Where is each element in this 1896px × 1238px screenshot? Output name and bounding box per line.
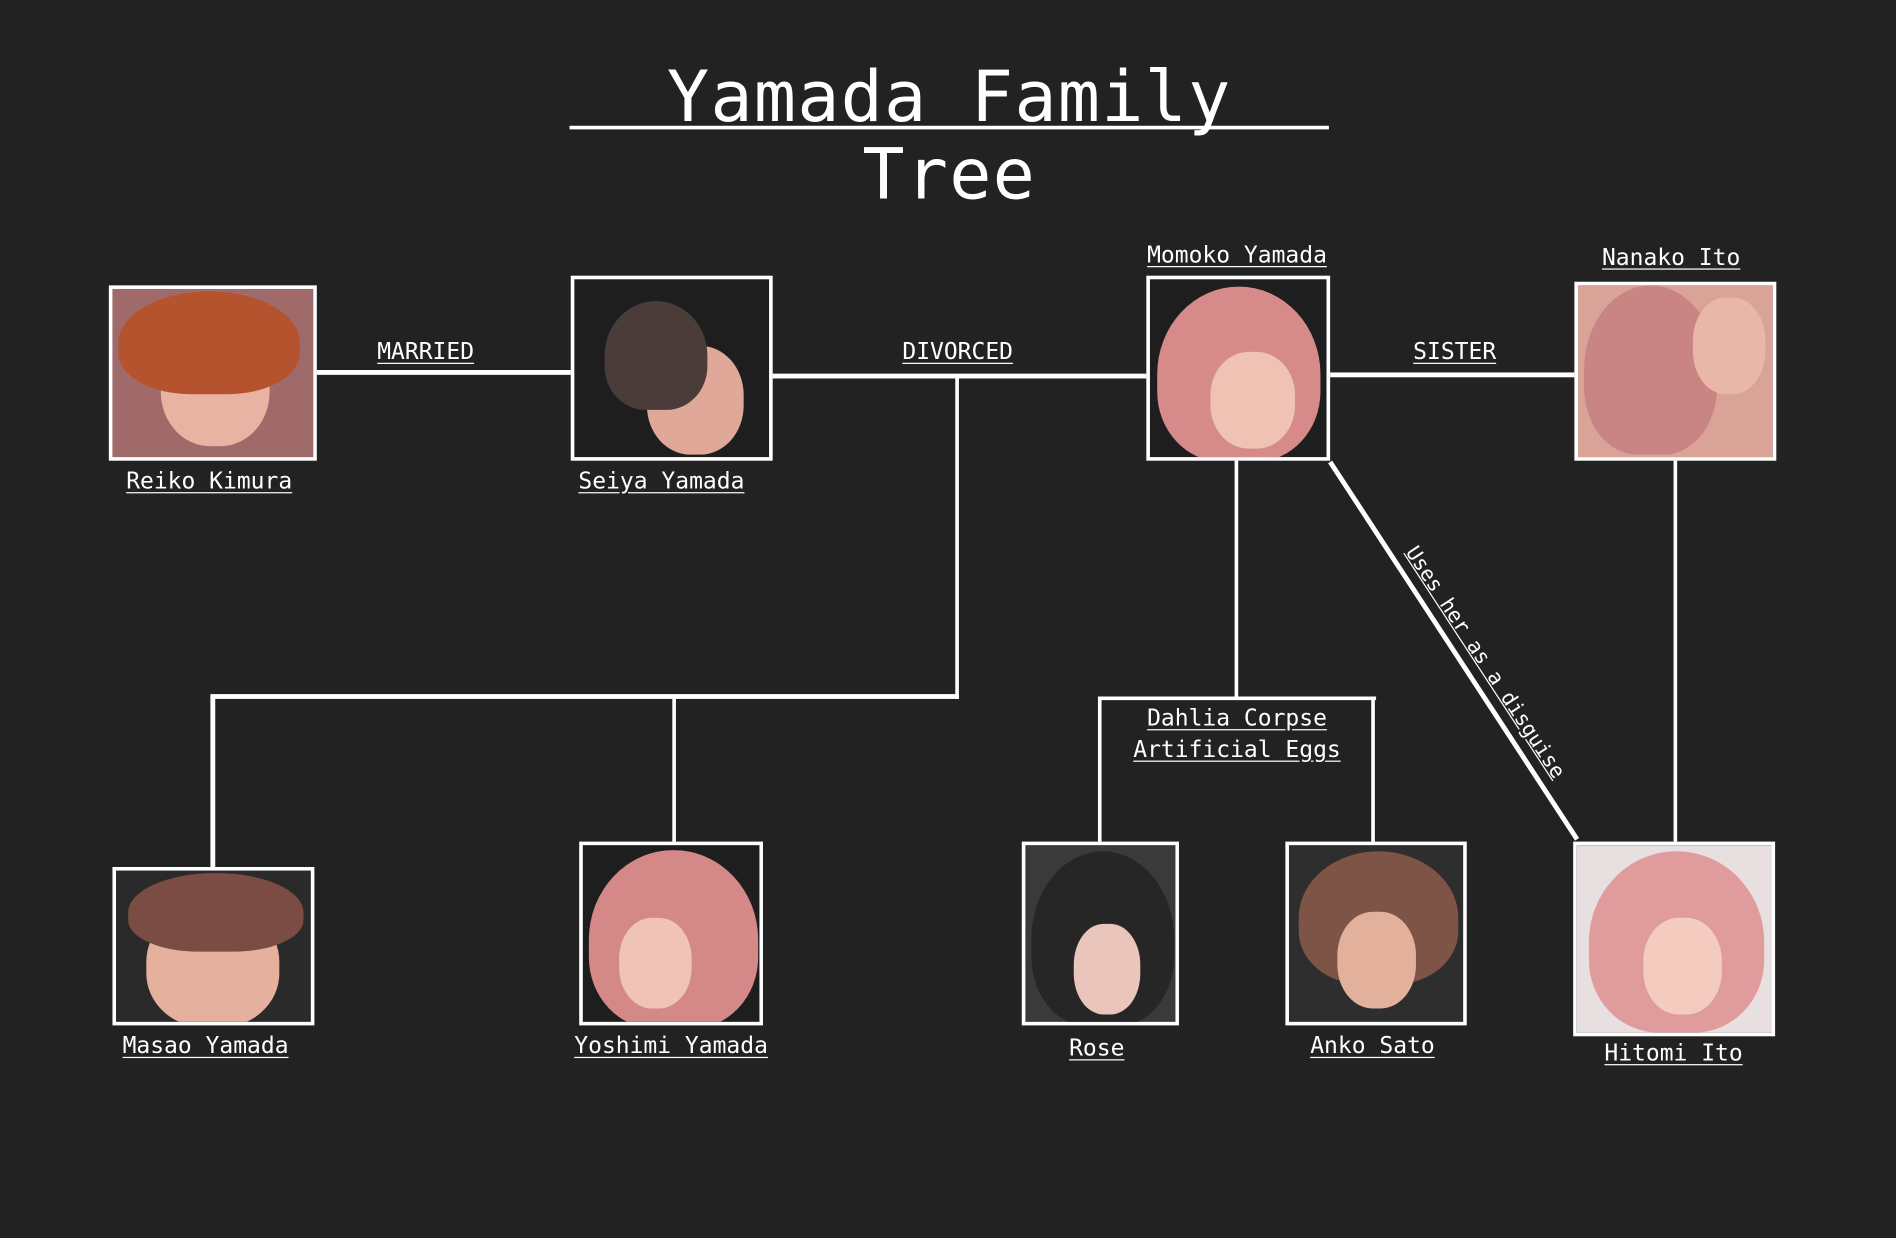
divorced-label: DIVORCED: [902, 338, 1014, 366]
portrait-rose[interactable]: [1021, 841, 1179, 1026]
sister-label: SISTER: [1413, 338, 1497, 366]
portrait-momoko[interactable]: [1146, 275, 1331, 461]
portrait-reiko[interactable]: [108, 285, 317, 461]
title-underline: [569, 125, 1329, 130]
portrait-nanako[interactable]: [1574, 281, 1777, 461]
nanako-drop-line: [1673, 460, 1678, 842]
origin-label-2: Artificial Eggs: [1133, 736, 1341, 764]
name-momoko[interactable]: Momoko Yamada: [1147, 241, 1327, 269]
portrait-seiya[interactable]: [570, 275, 773, 461]
rose-drop-line: [1097, 696, 1102, 842]
eggs-branch-line: [1097, 696, 1377, 701]
name-nanako[interactable]: Nanako Ito: [1601, 244, 1741, 271]
yoshimi-drop-line: [672, 696, 676, 842]
name-anko[interactable]: Anko Sato: [1310, 1032, 1435, 1060]
origin-label-1: Dahlia Corpse: [1147, 704, 1327, 732]
portrait-anko[interactable]: [1285, 841, 1467, 1026]
name-reiko[interactable]: Reiko Kimura: [126, 467, 293, 495]
portrait-hitomi[interactable]: [1573, 841, 1776, 1037]
name-seiya[interactable]: Seiya Yamada: [578, 467, 745, 495]
married-label: MARRIED: [377, 338, 475, 366]
portrait-yoshimi[interactable]: [579, 841, 764, 1026]
masao-drop-line: [210, 696, 216, 867]
name-rose[interactable]: Rose: [1069, 1035, 1125, 1062]
married-line: [316, 370, 571, 375]
name-masao[interactable]: Masao Yamada: [122, 1032, 289, 1060]
disguise-line: [1328, 460, 1580, 841]
anko-drop-line: [1371, 696, 1375, 842]
children-branch-line: [210, 694, 959, 699]
children-trunk-line: [955, 376, 959, 699]
portrait-masao[interactable]: [112, 866, 315, 1026]
sister-line: [1330, 372, 1575, 378]
divorced-line: [772, 373, 1147, 379]
page-title: Yamada Family Tree: [666, 55, 1232, 216]
name-hitomi[interactable]: Hitomi Ito: [1604, 1039, 1743, 1067]
momoko-drop-line: [1234, 460, 1239, 699]
name-yoshimi[interactable]: Yoshimi Yamada: [574, 1032, 768, 1060]
disguise-label: Uses her as a disguise: [1400, 542, 1570, 784]
